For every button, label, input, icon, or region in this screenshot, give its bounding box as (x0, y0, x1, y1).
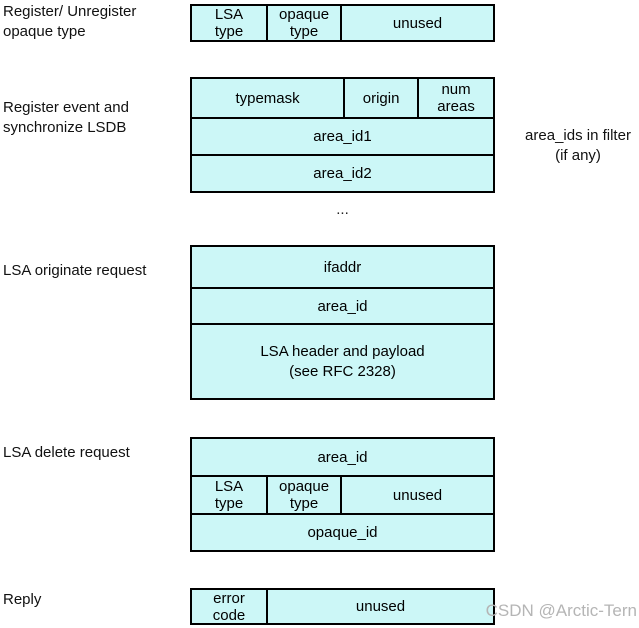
format-row: area_id1 (192, 117, 493, 154)
format-row: area_id2 (192, 154, 493, 191)
format-row: ifaddr (192, 247, 493, 287)
format-row: area_id (192, 439, 493, 475)
box-lsa-originate: ifaddr area_id LSA header and payload (s… (190, 245, 495, 400)
format-row: LSA header and payload (see RFC 2328) (192, 323, 493, 398)
format-row: typemask origin num areas (192, 79, 493, 117)
field-cell-area-id2: area_id2 (313, 165, 372, 182)
label-lsa-delete: LSA delete request (3, 444, 130, 461)
box-reply: error code unused (190, 588, 495, 625)
side-note-area-ids: area_ids in filter (if any) (525, 127, 631, 164)
field-cell-area-id1: area_id1 (313, 128, 372, 145)
field-cell-opaque-id: opaque_id (307, 524, 378, 541)
box-register-unregister: LSA type opaque type unused (190, 4, 495, 42)
format-row: error code unused (192, 590, 493, 623)
field-cell-unused: unused (266, 590, 493, 623)
box-lsa-delete: area_id LSA type opaque type unused opaq… (190, 437, 495, 552)
field-cell-typemask: typemask (235, 89, 300, 107)
box-register-event: typemask origin num areas area_id1 area_… (190, 77, 495, 193)
field-cell-ifaddr: ifaddr (323, 258, 362, 276)
label-register-event: Register event and synchronize LSDB (3, 99, 129, 136)
field-cell-lsa-type: LSA type (214, 6, 244, 40)
format-row: LSA type opaque type unused (192, 475, 493, 513)
field-cell-area-id: area_id (317, 297, 368, 315)
field-cell-unused: unused (340, 477, 493, 513)
field-cell-origin: origin (343, 79, 417, 117)
field-cell-opaque-type: opaque type (266, 6, 340, 40)
field-cell-lsa-type: LSA type (214, 478, 244, 512)
field-cell-opaque-type: opaque type (266, 477, 340, 513)
field-cell-lsa-header-payload: LSA header and payload (see RFC 2328) (260, 342, 425, 380)
format-row: opaque_id (192, 513, 493, 550)
field-cell-unused: unused (340, 6, 493, 40)
format-row: area_id (192, 287, 493, 323)
continuation-ellipsis: ... (336, 201, 349, 218)
field-cell-area-id: area_id (317, 448, 368, 466)
label-register-unregister: Register/ Unregister opaque type (3, 3, 137, 40)
label-lsa-originate: LSA originate request (3, 262, 147, 279)
format-row: LSA type opaque type unused (192, 6, 493, 40)
field-cell-num-areas: num areas (417, 79, 493, 117)
field-cell-error-code: error code (212, 590, 246, 623)
label-reply: Reply (3, 591, 42, 608)
watermark-csdn: CSDN @Arctic-Tern (485, 601, 637, 620)
